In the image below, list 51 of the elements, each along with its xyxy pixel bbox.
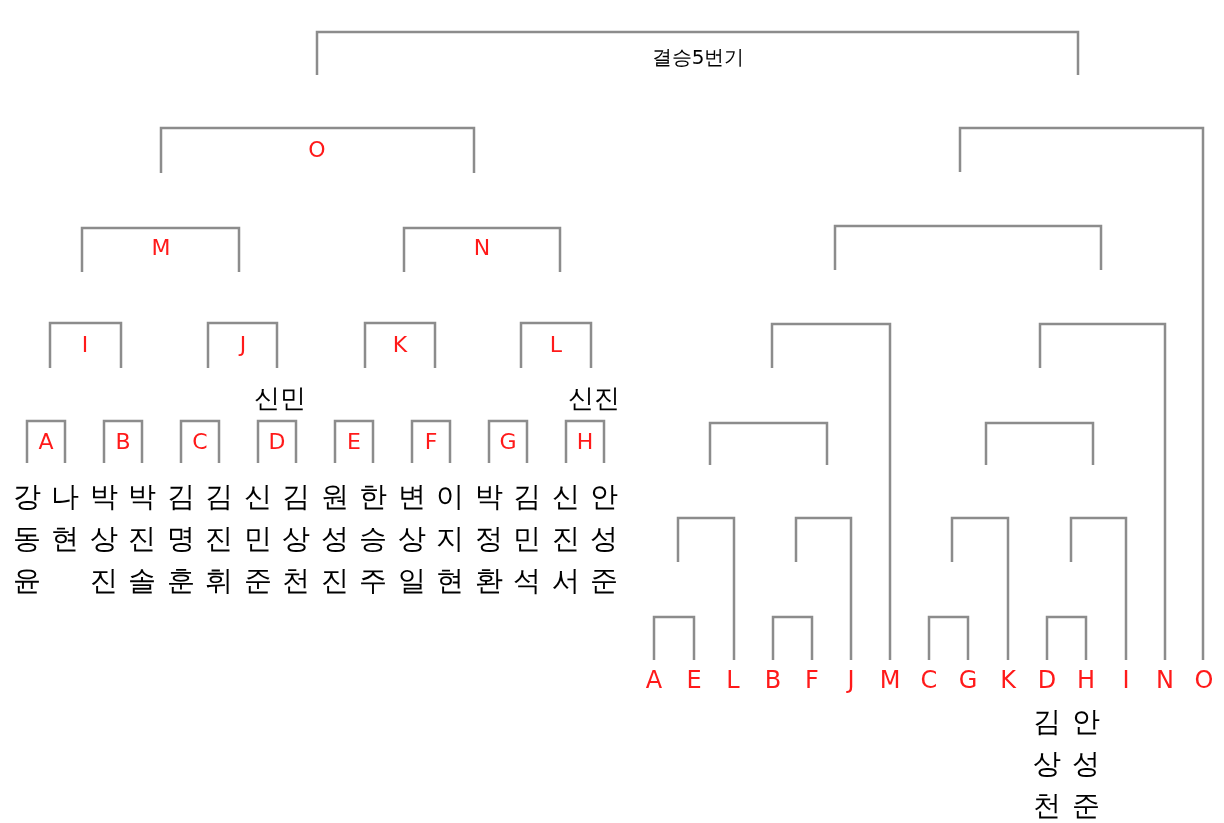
match-letter: E [686, 668, 702, 692]
match-letter: H [576, 431, 594, 453]
match-letter: G [499, 431, 517, 453]
match-letter: A [38, 431, 54, 453]
round-label: 결승5번기 [651, 47, 745, 67]
player-name: 박정환 [475, 479, 503, 599]
match-letter: K [392, 334, 408, 356]
match-letter: L [549, 334, 563, 356]
player-name: 김진휘 [205, 479, 233, 599]
match-letter: B [764, 668, 782, 692]
player-name: 김상천 [282, 479, 310, 599]
match-letter: N [1156, 668, 1174, 692]
match-letter: I [1122, 668, 1130, 692]
match-letter: H [1077, 668, 1095, 692]
match-letter: D [268, 431, 286, 453]
match-letter: O [1194, 668, 1214, 692]
match-letter: E [347, 431, 361, 453]
winner-label: 신민 [254, 385, 306, 411]
match-letter: M [879, 668, 901, 692]
player-name: 강동윤 [13, 479, 41, 599]
match-letter: G [958, 668, 978, 692]
match-letter: C [192, 431, 208, 453]
match-letter: M [151, 237, 171, 259]
player-name: 김명훈 [167, 479, 195, 599]
player-name: 이지현 [436, 479, 464, 599]
match-letter: F [805, 668, 819, 692]
match-letter: L [726, 668, 740, 692]
player-name: 안성준 [590, 479, 618, 599]
player-name: 변상일 [398, 479, 426, 599]
match-letter: J [239, 334, 247, 356]
match-letter: N [473, 237, 491, 259]
player-name: 신진서 [552, 479, 580, 599]
match-letter: F [424, 431, 438, 453]
player-name: 안성준 [1072, 704, 1100, 823]
match-letter: B [115, 431, 131, 453]
player-name: 나현 [51, 479, 79, 557]
player-name: 김상천 [1033, 704, 1061, 823]
match-letter: C [920, 668, 938, 692]
player-name: 박진솔 [128, 479, 156, 599]
player-name: 한승주 [359, 479, 387, 599]
player-name: 원성진 [321, 479, 349, 599]
player-name: 신민준 [244, 479, 272, 599]
match-letter: J [847, 668, 855, 692]
match-letter: D [1037, 668, 1057, 692]
match-letter: K [1000, 668, 1016, 692]
match-letter: A [645, 668, 663, 692]
player-name: 김민석 [513, 479, 541, 599]
winner-label: 신진 [568, 385, 620, 411]
match-letter: I [81, 334, 89, 356]
match-letter: O [308, 139, 326, 161]
player-name: 박상진 [90, 479, 118, 599]
